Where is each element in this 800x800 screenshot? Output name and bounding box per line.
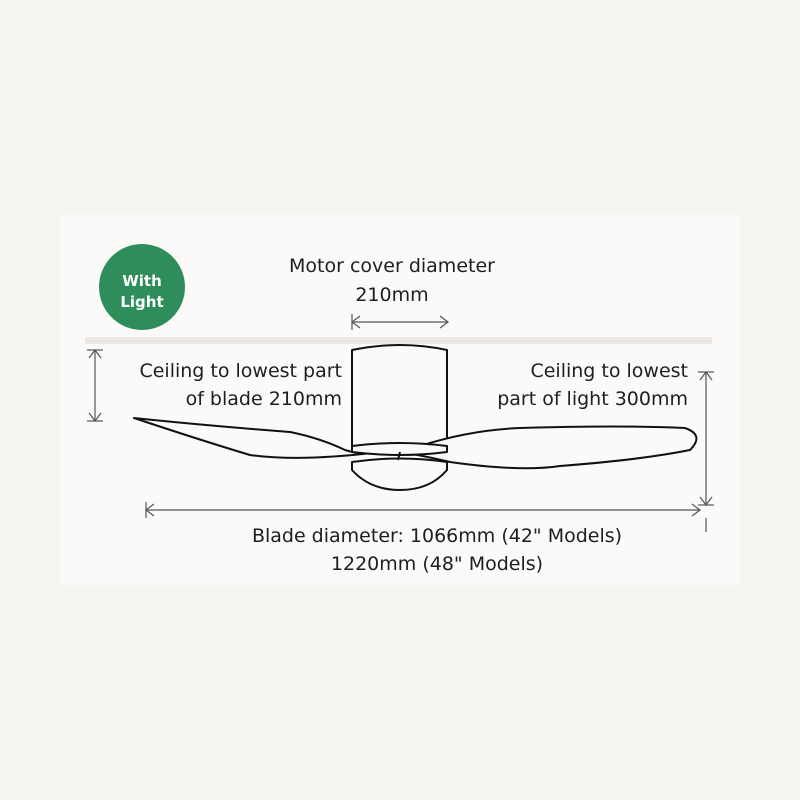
motor-cover (351, 344, 448, 447)
fan-drawing (133, 344, 698, 491)
motor-cover-arrow (351, 314, 449, 330)
ceiling-light-arrow (698, 371, 714, 506)
ceiling-blade-arrow (87, 349, 103, 422)
ceiling-light-label: Ceiling to lowest (530, 360, 688, 382)
blade-diameter-value: 1220mm (48" Models) (331, 553, 543, 575)
blade-diameter-label: Blade diameter: 1066mm (42" Models) (252, 525, 622, 547)
dimension-arrows (87, 314, 714, 532)
ceiling-blade-value: of blade 210mm (186, 388, 342, 410)
motor-cover-label: Motor cover diameter (289, 255, 495, 277)
light-dome (351, 457, 448, 491)
right-blade (399, 425, 698, 470)
badge-line2: Light (120, 293, 163, 311)
hub-ring (351, 442, 448, 456)
ceiling-line (85, 337, 712, 344)
blade-diameter-arrow (145, 502, 707, 532)
badge-line1: With (122, 272, 162, 290)
motor-cover-value: 210mm (355, 284, 428, 306)
ceiling-blade-label: Ceiling to lowest part (139, 360, 342, 382)
ceiling-light-value: part of light 300mm (497, 388, 688, 410)
with-light-badge: With Light (99, 244, 185, 330)
